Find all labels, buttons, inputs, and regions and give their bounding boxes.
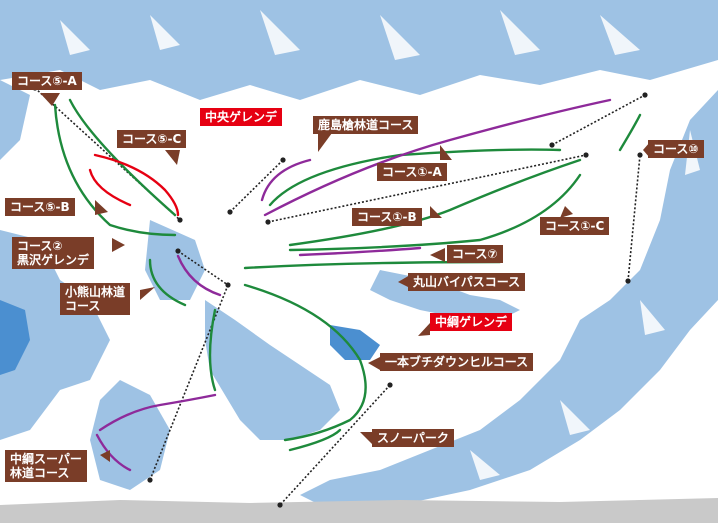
forest-center xyxy=(205,300,340,440)
label-pointers xyxy=(40,93,650,462)
label-course-5a: コース⑤-A xyxy=(12,72,82,90)
label-course-2: コース② 黒沢ゲレンデ xyxy=(12,237,95,269)
course-5a-path xyxy=(68,98,177,217)
label-snow-park: スノーパーク xyxy=(372,429,454,447)
label-maruyama-bypass: 丸山バイパスコース xyxy=(408,273,526,291)
lift-10 xyxy=(627,154,641,282)
forest-mid-left xyxy=(145,220,205,300)
course-nakatsuna-rindo-path xyxy=(95,433,132,472)
lift-5a xyxy=(34,87,181,221)
label-koguma-line2: コース xyxy=(65,299,101,313)
label-course-1a: コース①-A xyxy=(377,163,447,181)
course-10-path xyxy=(618,113,642,152)
lift-chuo xyxy=(229,159,284,213)
course-nakatsuna-super-path xyxy=(98,393,217,432)
label-koguma: 小熊山林道 コース xyxy=(60,283,131,315)
forest-right xyxy=(300,90,718,510)
course-5c-path xyxy=(93,153,180,217)
lift-stations xyxy=(32,85,648,508)
red-courses xyxy=(88,153,180,217)
label-chuo-gelande: 中央ゲレンデ xyxy=(200,108,283,126)
lift-kashimayari xyxy=(551,94,646,146)
course-koguma-path xyxy=(176,254,222,297)
label-kashimayari-rindo: 鹿島槍林道コース xyxy=(313,116,419,134)
label-course-1b: コース①-B xyxy=(352,208,422,226)
label-koguma-line1: 小熊山林道 xyxy=(65,285,126,299)
forest-left xyxy=(0,230,110,440)
road xyxy=(0,498,718,523)
label-course-2-line1: コース② xyxy=(17,239,63,253)
water-left xyxy=(0,300,30,375)
course-5c-lower-path xyxy=(88,168,132,207)
label-nakatsuna-super: 中綱スーパー 林道コース xyxy=(5,450,87,482)
course-kurosawa-path xyxy=(148,258,187,307)
lift-lines xyxy=(34,87,646,506)
label-ippon-buchi: 一本ブチダウンヒルコース xyxy=(380,353,534,371)
label-course-2-line2: 黒沢ゲレンデ xyxy=(17,253,90,267)
course-5b-path xyxy=(53,103,177,237)
course-kashimayari-long-path xyxy=(263,98,612,217)
lift-nakatsuna-super xyxy=(149,284,229,481)
course-kashimayari-path xyxy=(260,158,312,202)
course-center-path xyxy=(208,308,217,392)
forest-left-upper xyxy=(0,80,30,160)
purple-courses xyxy=(95,98,612,472)
label-course-5b: コース⑤-B xyxy=(5,198,75,216)
label-nakatsuna-super-line1: 中綱スーパー xyxy=(10,452,82,466)
course-maruyama-path xyxy=(298,246,422,257)
label-course-1c: コース①-C xyxy=(540,217,610,235)
lift-snowpark xyxy=(279,384,391,506)
course-lower-path xyxy=(288,428,342,452)
water-areas xyxy=(0,300,380,375)
pond xyxy=(330,325,380,360)
course-1b-path xyxy=(288,158,582,247)
forest-areas xyxy=(0,0,718,510)
forest-top xyxy=(0,0,718,100)
label-course-5c: コース⑤-C xyxy=(117,130,187,148)
label-course-7: コース⑦ xyxy=(447,245,503,263)
label-nakatsuna-super-line2: 林道コース xyxy=(10,466,70,480)
course-1c-path xyxy=(288,173,582,252)
label-nakatsuna-gelande: 中綱ゲレンデ xyxy=(430,313,513,331)
label-course-10: コース⑩ xyxy=(648,140,704,158)
course-ippon-path xyxy=(243,283,367,442)
